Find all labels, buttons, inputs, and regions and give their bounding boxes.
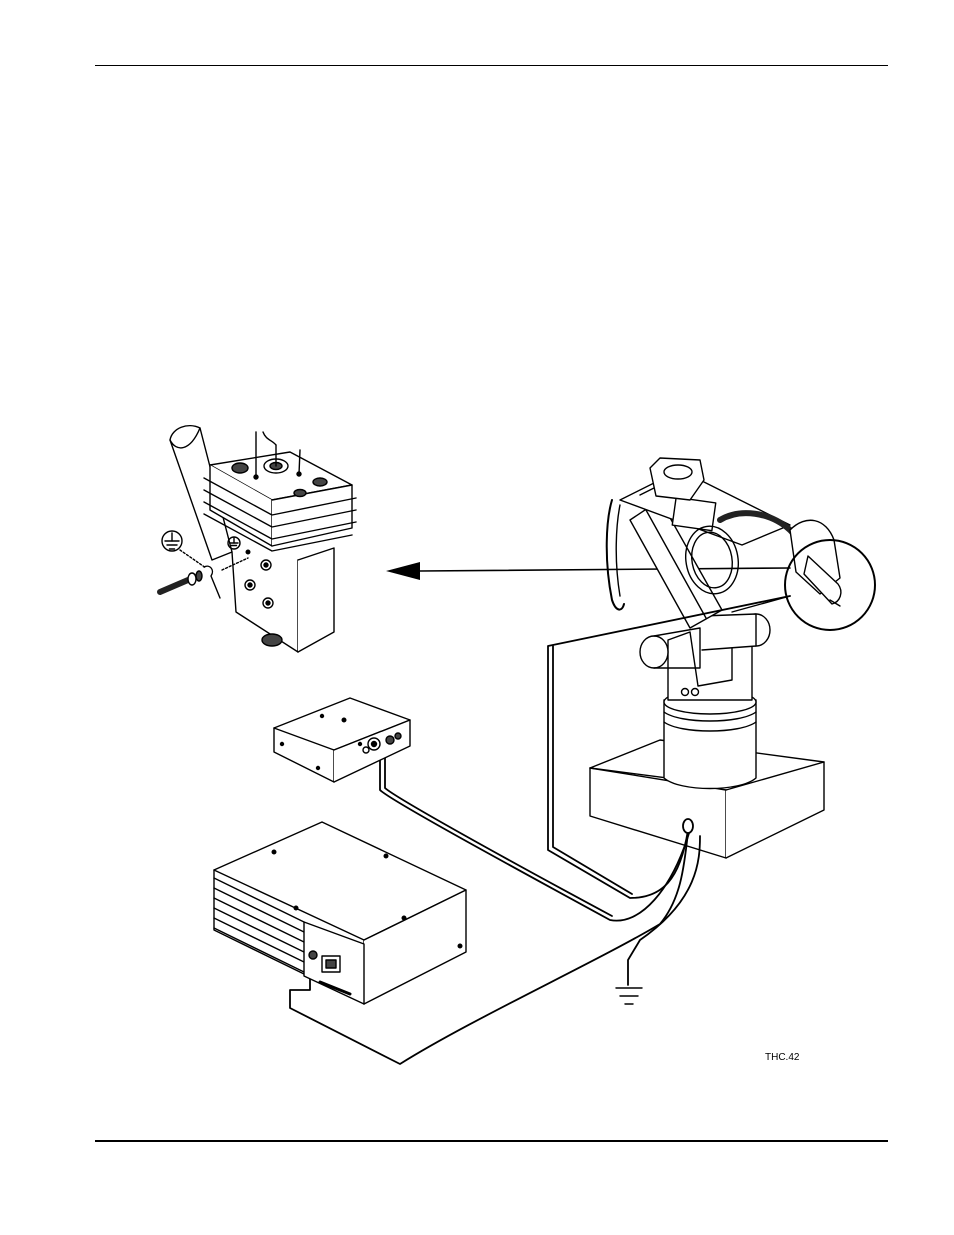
footer-rule: [95, 1140, 888, 1142]
earth-ground-icon: [161, 530, 183, 552]
protective-earth-icon: [227, 536, 241, 550]
torch-mount-detail: [157, 424, 357, 653]
power-supply-box: [213, 821, 467, 1005]
junction-box: [273, 697, 411, 783]
cables: [289, 595, 791, 1065]
welding-robot: [589, 457, 876, 859]
earth-ground-symbol: [615, 987, 643, 1005]
detail-arrow: [386, 562, 791, 580]
figure-id-label: THC.42: [765, 1052, 800, 1063]
header-rule: [95, 65, 888, 66]
